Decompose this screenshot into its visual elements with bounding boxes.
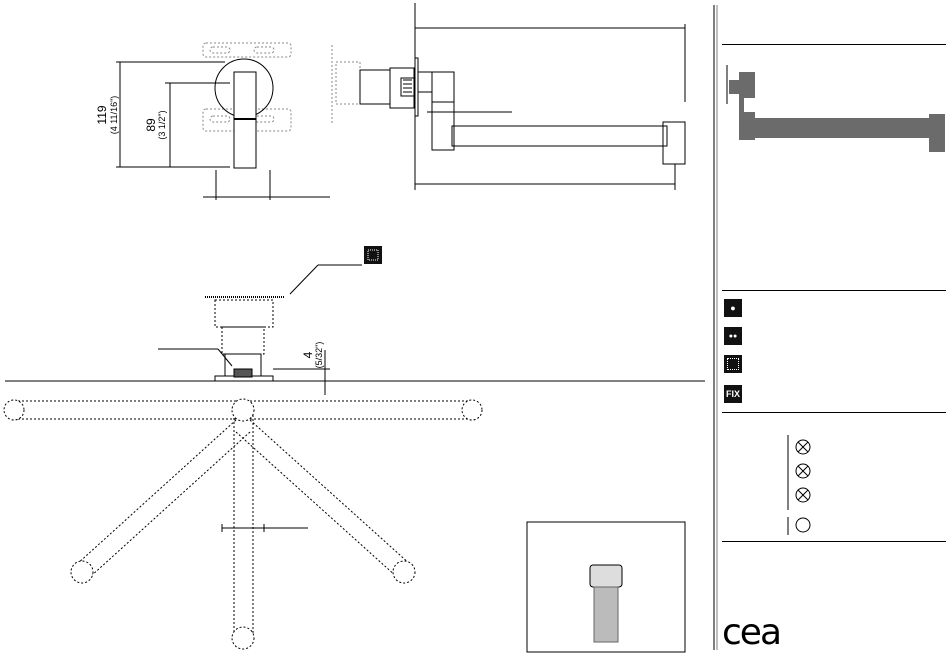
side-view: [332, 3, 685, 190]
dim-4: 4: [301, 351, 315, 358]
sidebar-separator: [722, 541, 946, 542]
circle-marks: [788, 435, 810, 535]
logo-text: cea: [722, 612, 780, 653]
dim-4-in: (5/32"): [314, 342, 324, 369]
grid-icon: [724, 355, 742, 373]
grid-icon: [364, 246, 382, 264]
dim-89: 89: [144, 118, 158, 132]
water-drop-icon: ●: [724, 299, 742, 317]
profile-silhouette: [727, 65, 945, 152]
accessory-frame: [527, 522, 685, 652]
fix-label: FIX: [726, 389, 740, 399]
sidebar-separator: [722, 412, 946, 413]
fix-icon: FIX: [724, 385, 742, 403]
dim-119-in: (4 11/16"): [109, 96, 119, 135]
sidebar-separator: [722, 44, 946, 45]
double-drop-icon: ●●: [724, 327, 742, 345]
dim-89-in: (3 1/2"): [157, 110, 167, 139]
brand-logo: cea: [722, 615, 780, 651]
circle-icon: [796, 518, 810, 532]
dim-119: 119: [95, 105, 109, 124]
sidebar-separator: [722, 290, 946, 291]
